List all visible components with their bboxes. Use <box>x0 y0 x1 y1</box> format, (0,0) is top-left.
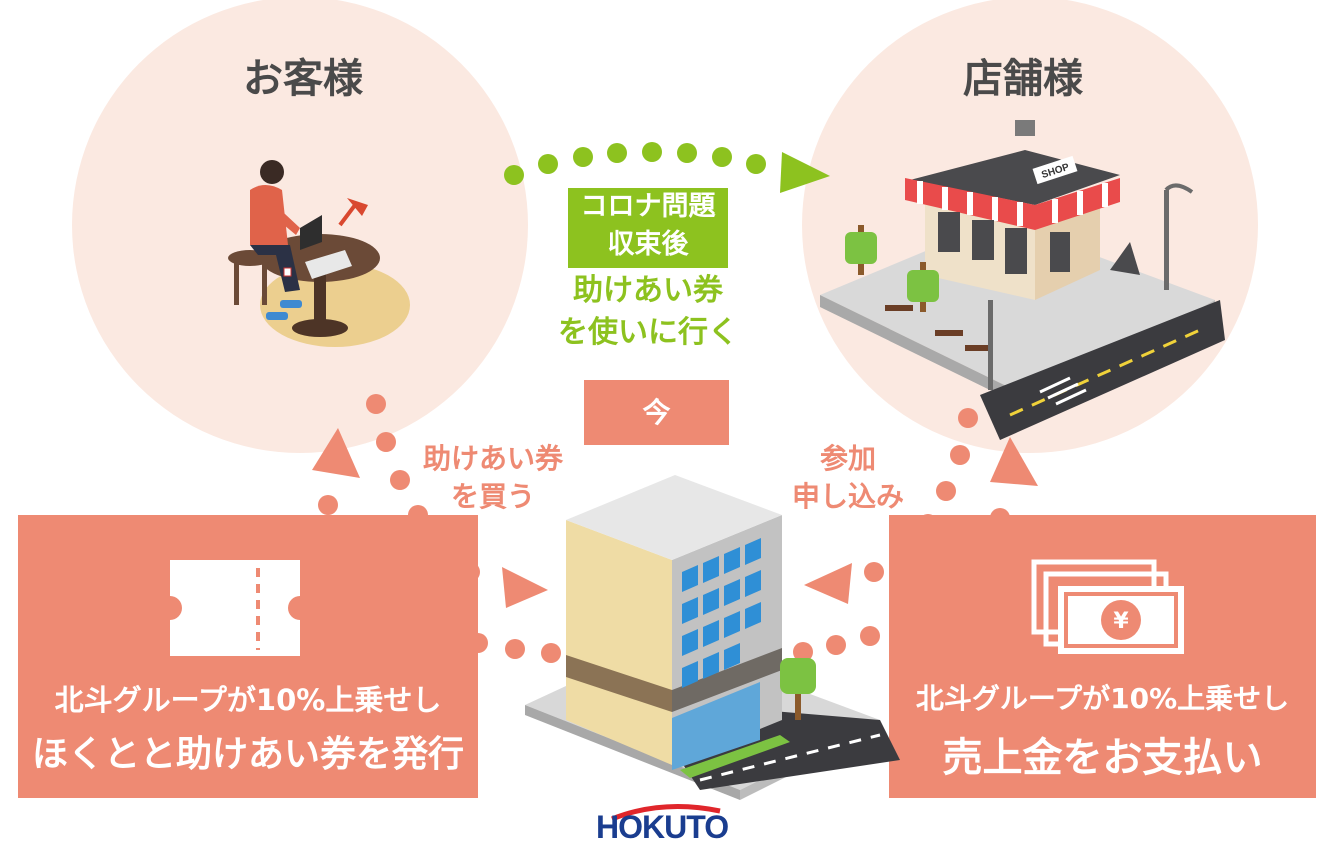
logo-swoosh <box>611 804 721 822</box>
green-arrowhead <box>780 152 830 193</box>
buy-voucher-label: 助けあい券 を買う <box>408 440 578 516</box>
after-corona-badge: コロナ問題 収束後 <box>568 188 728 268</box>
apply-line1: 参加 <box>819 442 876 475</box>
ticket-icon <box>170 560 300 656</box>
hokuto-building <box>525 475 900 800</box>
arrowhead-to-store <box>990 437 1038 486</box>
left-panel-line2: ほくとと助けあい券を発行 <box>31 734 464 775</box>
store-label: 店舗様 <box>963 56 1083 102</box>
arrowhead-to-customer <box>312 428 360 478</box>
apply-label: 参加 申し込み <box>778 440 918 516</box>
now-badge: 今 <box>584 380 729 445</box>
hokuto-logo: HOKUTO <box>592 797 732 847</box>
customer-circle <box>72 0 528 453</box>
logo-text: HOKUTO <box>596 809 729 845</box>
buy-voucher-line1: 助けあい券 <box>422 442 563 475</box>
banknotes-yen-icon: ¥ <box>1031 559 1184 654</box>
arrowhead-to-hokuto-left <box>502 567 548 608</box>
customer-label: お客様 <box>243 56 363 102</box>
left-panel-line1: 北斗グループが10%上乗せし <box>54 683 442 717</box>
yen-symbol: ¥ <box>1113 609 1129 634</box>
use-voucher-line1: 助けあい券 <box>573 273 723 308</box>
right-panel-line2: 売上金をお支払い <box>942 735 1263 781</box>
arrowhead-to-hokuto-right <box>804 563 852 604</box>
use-voucher-label: 助けあい券 を使いに行く <box>548 270 748 354</box>
apply-line2: 申し込み <box>791 480 904 513</box>
use-voucher-line2: を使いに行く <box>558 315 738 350</box>
green-dotted-arrow <box>504 142 830 193</box>
right-panel-line1: 北斗グループが10%上乗せし <box>915 682 1290 715</box>
customer-illustration <box>228 160 410 347</box>
after-corona-line2: 収束後 <box>607 229 689 260</box>
after-corona-line1: コロナ問題 <box>580 191 716 222</box>
buy-voucher-line2: を買う <box>450 480 535 513</box>
store-illustration: SHOP <box>820 120 1225 440</box>
